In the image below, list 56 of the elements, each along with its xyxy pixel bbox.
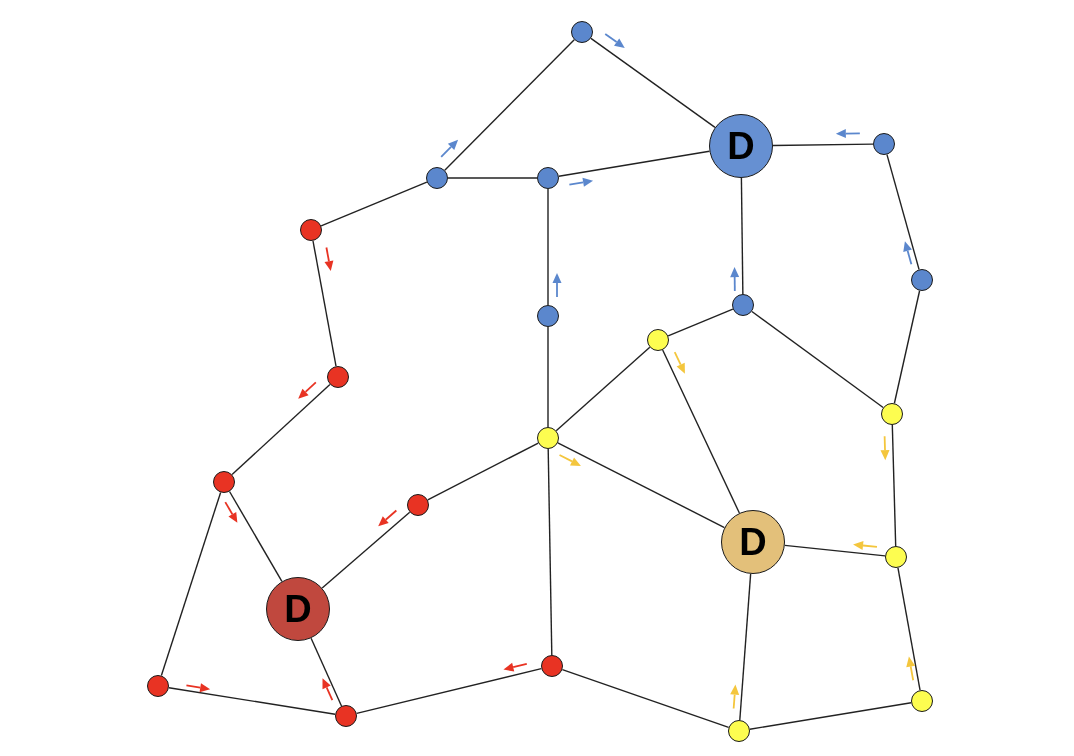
node-circle <box>885 546 907 568</box>
connector-line <box>160 491 222 677</box>
connector-line <box>168 687 336 715</box>
connector-line <box>310 637 343 707</box>
connector-line <box>356 667 542 715</box>
node-circle <box>728 720 750 742</box>
connector-line <box>555 346 651 432</box>
connector-line <box>749 702 912 730</box>
connector-line <box>547 448 553 656</box>
connector-line <box>893 290 921 404</box>
node-circle <box>881 403 903 425</box>
node-circle <box>300 219 322 241</box>
node-circle <box>537 305 559 327</box>
node-circle <box>647 329 669 351</box>
node-circle <box>335 705 357 727</box>
connector-line <box>447 177 538 179</box>
connector-line <box>772 143 874 147</box>
node-circle <box>541 655 563 677</box>
connector-line <box>886 153 920 271</box>
connector-line <box>547 326 549 428</box>
connector-line <box>590 37 716 129</box>
connector-line <box>561 668 730 729</box>
connector-line <box>312 240 337 367</box>
connector-line <box>320 181 428 227</box>
node-circle <box>266 577 330 641</box>
node-circle <box>911 269 933 291</box>
connector-line <box>667 308 734 337</box>
connector-line <box>231 383 331 476</box>
node-circle <box>571 21 593 43</box>
node-label: D <box>739 523 767 561</box>
node-circle <box>911 690 933 712</box>
connector-line <box>321 511 411 589</box>
node-label: D <box>284 590 312 628</box>
connector-line <box>427 442 539 501</box>
node-circle <box>537 167 559 189</box>
node-circle <box>327 366 349 388</box>
connector-line <box>751 310 884 409</box>
node-circle <box>213 471 235 493</box>
connector-line <box>784 544 886 557</box>
node-circle <box>147 675 169 697</box>
node-label: D <box>727 127 755 165</box>
connector-line <box>897 567 921 691</box>
connector-line <box>661 349 741 514</box>
node-circle <box>426 167 448 189</box>
connector-line <box>558 150 711 177</box>
connector-line <box>444 39 575 171</box>
node-circle <box>537 427 559 449</box>
connector-line <box>739 573 752 721</box>
connector-line <box>557 442 726 529</box>
connector-line <box>891 424 897 547</box>
connector-line <box>740 177 744 295</box>
node-circle <box>407 494 429 516</box>
node-circle <box>732 294 754 316</box>
connector-line <box>547 188 549 306</box>
node-circle <box>873 133 895 155</box>
connector-line <box>228 490 283 583</box>
